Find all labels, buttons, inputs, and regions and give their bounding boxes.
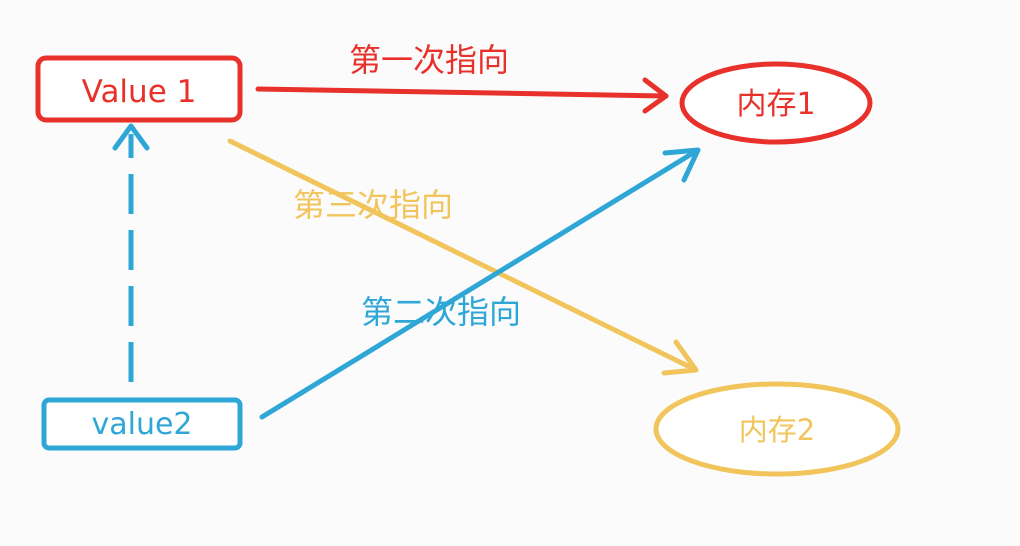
third-pointer-arrow xyxy=(227,138,699,376)
value1-node: Value 1 xyxy=(35,55,243,123)
second-pointer-arrow xyxy=(259,147,701,420)
third-arrow-shaft xyxy=(227,138,699,373)
value2-to-value1-dashed-arrow xyxy=(112,123,150,382)
value1-box xyxy=(35,55,243,123)
second-arrow-head xyxy=(662,147,701,183)
memory2-label: 内存2 xyxy=(739,413,815,447)
value2-label: value2 xyxy=(91,407,192,442)
first-pointer-label: 第一次指向 xyxy=(349,41,509,79)
memory2-node: 内存2 xyxy=(653,381,901,477)
third-arrow-head xyxy=(661,339,699,376)
memory2-ellipse xyxy=(653,381,901,477)
memory1-ellipse xyxy=(679,61,873,145)
third-pointer-label: 第三次指向 xyxy=(293,186,453,224)
value2-node: value2 xyxy=(41,397,243,451)
second-arrow-shaft xyxy=(259,147,701,420)
dashed-arrow-head xyxy=(112,123,150,151)
first-arrow-head xyxy=(642,77,669,114)
value2-box xyxy=(41,397,243,451)
second-pointer-label: 第二次指向 xyxy=(361,293,521,331)
first-arrow-shaft xyxy=(255,86,669,99)
first-pointer-arrow xyxy=(255,77,669,114)
memory1-label: 内存1 xyxy=(736,87,815,122)
memory1-node: 内存1 xyxy=(679,61,873,145)
value1-label: Value 1 xyxy=(82,74,197,110)
